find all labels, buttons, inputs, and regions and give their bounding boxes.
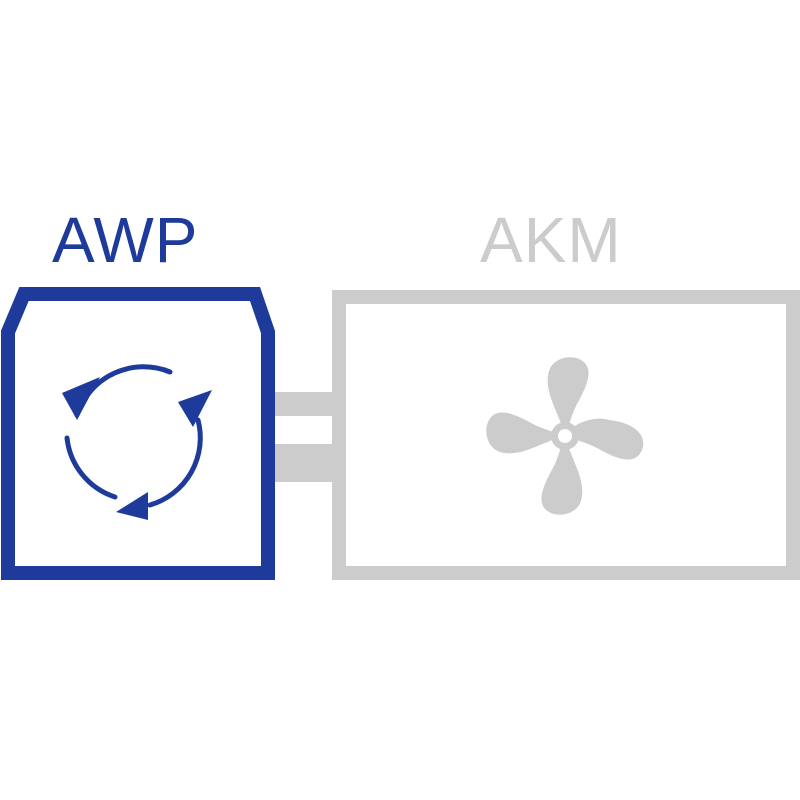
arrowhead [178, 390, 212, 427]
akm-label: AKM [480, 204, 622, 276]
awp-unit-box [0, 287, 275, 580]
connector-bar-bottom [268, 444, 336, 482]
connector [268, 392, 336, 482]
arrowhead [116, 492, 148, 520]
awp-label: AWP [52, 204, 199, 276]
circular-arrows-icon [62, 364, 212, 520]
akm-unit-box [332, 290, 800, 580]
connector-bar-top [268, 392, 336, 416]
fan-icon [486, 357, 644, 515]
fan-hub-hole [558, 429, 572, 443]
arrowhead [62, 377, 100, 420]
